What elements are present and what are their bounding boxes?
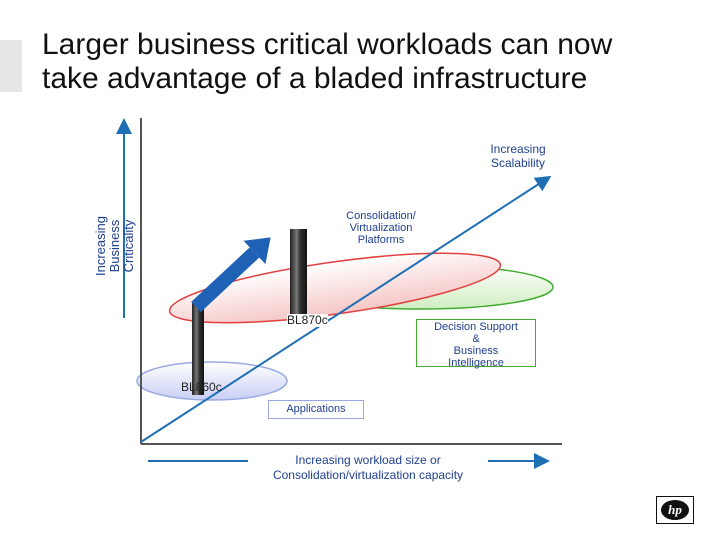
scalability-label-line-2: Scalability xyxy=(480,156,556,170)
consolidation-platforms-box: Consolidation/ Virtualization Platforms xyxy=(333,209,429,248)
bl870c-server xyxy=(290,229,307,319)
scalability-label-line-1: Increasing xyxy=(480,142,556,156)
scalability-label: Increasing Scalability xyxy=(480,142,556,170)
consolidation-line-2: Virtualization xyxy=(333,222,429,234)
bl860c-label: BL860c xyxy=(181,381,222,394)
x-axis-label: Increasing workload size or Consolidatio… xyxy=(238,453,498,483)
criticality-label-line-2: Business xyxy=(108,166,122,326)
criticality-label-line-3: Criticality xyxy=(122,166,136,326)
consolidation-line-3: Platforms xyxy=(333,234,429,246)
x-axis-label-line-2: Consolidation/virtualization capacity xyxy=(238,468,498,483)
hp-logo: hp xyxy=(656,496,694,524)
applications-box: Applications xyxy=(268,400,364,419)
decision-support-line-3: Business xyxy=(417,345,535,357)
criticality-label-line-1: Increasing xyxy=(94,166,108,326)
decision-support-box: Decision Support & Business Intelligence xyxy=(416,319,536,367)
x-axis-label-line-1: Increasing workload size or xyxy=(238,453,498,468)
decision-support-line-4: Intelligence xyxy=(417,357,535,369)
decision-support-line-1: Decision Support xyxy=(417,321,535,333)
bl870c-label: BL870c xyxy=(287,314,328,327)
hp-logo-text: hp xyxy=(668,502,682,517)
criticality-label: Increasing Business Criticality xyxy=(94,166,136,326)
consolidation-line-1: Consolidation/ xyxy=(333,210,429,222)
decision-support-line-2: & xyxy=(417,333,535,345)
